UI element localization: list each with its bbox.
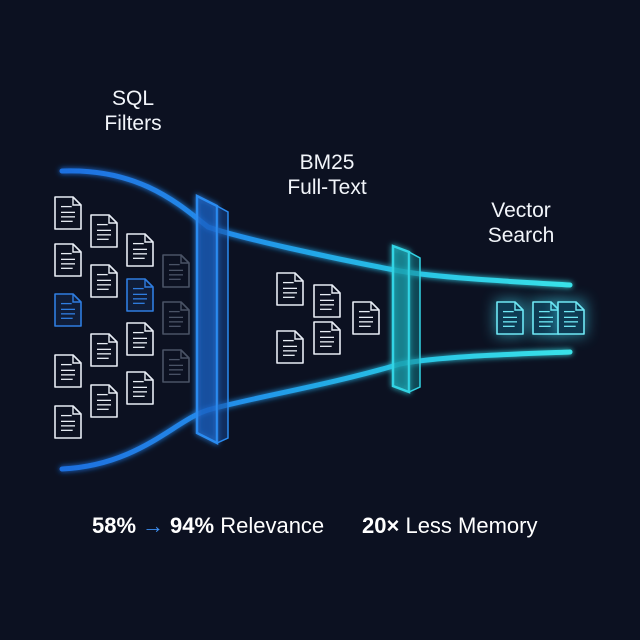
stage-label-line2: Search [487,224,555,247]
stage-label-vector-search: Vector Search [466,198,576,248]
document-icon [313,284,341,318]
document-icon [54,293,82,327]
stage-label-line1: SQL [111,87,155,110]
memory-label: Less Memory [405,513,538,538]
document-icon [531,300,561,336]
filter-plate-icon [391,244,411,394]
document-icon [54,196,82,230]
document-icon [313,321,341,355]
stage-label-bm25-full-text: BM25 Full-Text [262,150,392,200]
memory-factor: 20× [362,513,400,538]
funnel-bottom-edge [59,349,573,472]
document-icon [352,301,380,335]
stage-label-line1: Vector [491,199,551,222]
document-icon [126,233,154,267]
document-icon [126,371,154,405]
document-icon [90,333,118,367]
document-icon [54,243,82,277]
document-icon [495,300,525,336]
document-icon [126,322,154,356]
funnel-top-edge [59,168,573,288]
relevance-label: Relevance [220,513,325,538]
document-icon [276,330,304,364]
relevance-to: 94% [170,513,215,538]
document-icon [90,214,118,248]
document-icon [54,405,82,439]
arrow-right-icon: → [142,513,165,538]
document-icon [556,300,586,336]
document-icon [162,301,190,335]
document-icon [90,384,118,418]
filter-plate-bm25 [391,244,421,394]
document-icon [276,272,304,306]
stage-label-sql-filters: SQL Filters [78,86,188,136]
relevance-from: 58% [92,513,137,538]
document-icon [126,278,154,312]
document-icon [162,254,190,288]
document-icon [90,264,118,298]
funnel-outline [59,168,573,472]
stage-label-line1: BM25 [299,151,355,174]
stage-label-line2: Full-Text [287,176,367,199]
filter-plate-icon [195,193,219,446]
documents-layer [54,196,586,439]
filter-plate-sql [195,193,229,446]
stage-label-line2: Filters [104,112,162,135]
document-icon [162,349,190,383]
stat-memory: 20× Less Memory [362,513,538,539]
stat-relevance: 58%→94% Relevance [92,513,324,539]
document-icon [54,354,82,388]
